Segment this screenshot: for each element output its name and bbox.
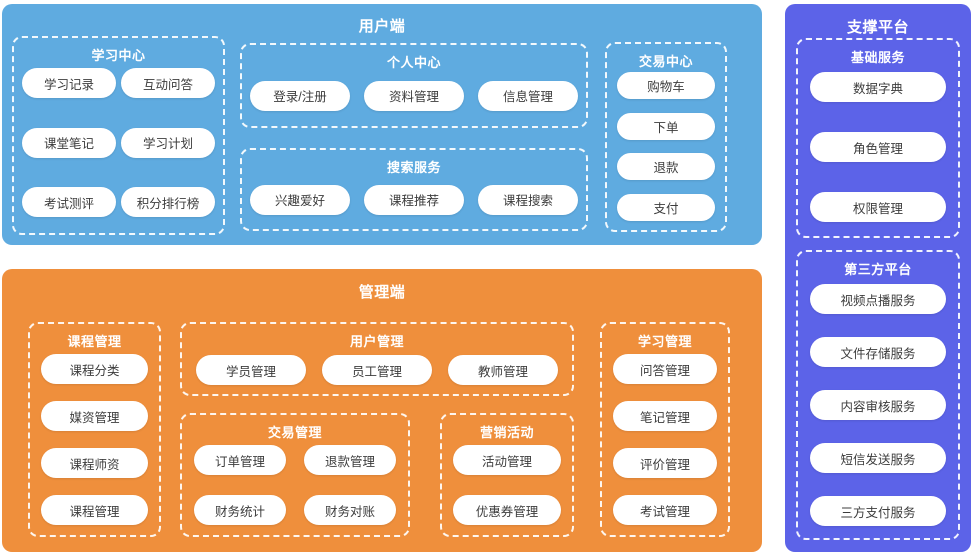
item-course-mgmt[interactable]: 课程管理 (41, 495, 148, 525)
item-shopping-cart[interactable]: 购物车 (617, 72, 715, 99)
item-file-storage-service[interactable]: 文件存储服务 (810, 337, 946, 367)
group-user-mgmt: 用户管理 学员管理 员工管理 教师管理 (180, 322, 574, 396)
item-note-mgmt[interactable]: 笔记管理 (613, 401, 717, 431)
item-teacher-mgmt[interactable]: 教师管理 (448, 355, 558, 385)
item-study-plan[interactable]: 学习计划 (121, 127, 215, 158)
group-third-party-title: 第三方平台 (844, 262, 912, 277)
item-course-category[interactable]: 课程分类 (41, 354, 148, 384)
item-role-mgmt[interactable]: 角色管理 (810, 132, 946, 162)
group-basic-service-items: 数据字典 角色管理 权限管理 (810, 72, 946, 222)
item-order-mgmt[interactable]: 订单管理 (194, 445, 286, 475)
group-course-mgmt: 课程管理 课程分类 媒资管理 课程师资 课程管理 (28, 322, 161, 537)
item-staff-mgmt[interactable]: 员工管理 (322, 355, 432, 385)
item-payment[interactable]: 支付 (617, 193, 715, 221)
group-course-mgmt-title: 课程管理 (67, 334, 122, 349)
group-study-center-title: 学习中心 (91, 48, 146, 63)
item-video-vod-service[interactable]: 视频点播服务 (810, 284, 946, 314)
item-coupon-mgmt[interactable]: 优惠券管理 (453, 495, 561, 525)
group-trade-center-items: 购物车 下单 退款 支付 (617, 72, 715, 221)
group-trade-mgmt-title: 交易管理 (267, 425, 322, 440)
item-study-record[interactable]: 学习记录 (22, 68, 116, 98)
group-search-service: 搜索服务 兴趣爱好 课程推荐 课程搜索 (240, 148, 588, 231)
group-basic-service-title: 基础服务 (850, 50, 905, 65)
item-finance-stats[interactable]: 财务统计 (194, 495, 286, 525)
group-marketing-items: 活动管理 优惠券管理 (453, 445, 561, 525)
panel-admin-client-title: 管理端 (358, 284, 406, 301)
group-trade-center: 交易中心 购物车 下单 退款 支付 (605, 42, 727, 232)
item-permission-mgmt[interactable]: 权限管理 (810, 192, 946, 222)
group-learning-mgmt-items: 问答管理 笔记管理 评价管理 考试管理 (613, 354, 717, 525)
group-trade-center-title: 交易中心 (638, 54, 693, 69)
item-student-mgmt[interactable]: 学员管理 (196, 355, 306, 385)
group-learning-mgmt-title: 学习管理 (637, 334, 692, 349)
item-course-faculty[interactable]: 课程师资 (41, 448, 148, 478)
item-interactive-qa[interactable]: 互动问答 (121, 68, 215, 98)
group-search-service-items: 兴趣爱好 课程推荐 课程搜索 (250, 180, 578, 219)
group-user-mgmt-items: 学员管理 员工管理 教师管理 (196, 354, 558, 386)
panel-support-platform-title: 支撑平台 (846, 19, 909, 36)
group-search-service-title: 搜索服务 (386, 160, 441, 175)
item-qa-mgmt[interactable]: 问答管理 (613, 354, 717, 384)
item-data-dictionary[interactable]: 数据字典 (810, 72, 946, 102)
group-marketing: 营销活动 活动管理 优惠券管理 (440, 413, 574, 537)
group-marketing-title: 营销活动 (479, 425, 534, 440)
group-course-mgmt-items: 课程分类 媒资管理 课程师资 课程管理 (41, 354, 148, 525)
item-profile-mgmt[interactable]: 资料管理 (364, 80, 464, 111)
item-interests[interactable]: 兴趣爱好 (250, 184, 350, 215)
group-personal-center: 个人中心 登录/注册 资料管理 信息管理 (240, 43, 588, 128)
group-learning-mgmt: 学习管理 问答管理 笔记管理 评价管理 考试管理 (600, 322, 730, 537)
group-study-center-items: 学习记录 互动问答 课堂笔记 学习计划 考试测评 积分排行榜 (22, 68, 215, 225)
item-campaign-mgmt[interactable]: 活动管理 (453, 445, 561, 475)
group-basic-service: 基础服务 数据字典 角色管理 权限管理 (796, 38, 960, 238)
group-trade-mgmt: 交易管理 订单管理 退款管理 财务统计 财务对账 (180, 413, 410, 537)
item-content-audit-service[interactable]: 内容审核服务 (810, 390, 946, 420)
item-class-notes[interactable]: 课堂笔记 (22, 127, 116, 158)
group-study-center: 学习中心 学习记录 互动问答 课堂笔记 学习计划 考试测评 积分排行榜 (12, 36, 225, 235)
item-finance-recon[interactable]: 财务对账 (304, 495, 396, 525)
item-login-register[interactable]: 登录/注册 (250, 80, 350, 111)
item-place-order[interactable]: 下单 (617, 112, 715, 140)
group-personal-center-items: 登录/注册 资料管理 信息管理 (250, 75, 578, 116)
item-course-recommend[interactable]: 课程推荐 (364, 184, 464, 215)
group-third-party: 第三方平台 视频点播服务 文件存储服务 内容审核服务 短信发送服务 三方支付服务 (796, 250, 960, 540)
group-trade-mgmt-items: 订单管理 退款管理 财务统计 财务对账 (194, 445, 396, 525)
group-personal-center-title: 个人中心 (386, 55, 441, 70)
panel-user-client-title: 用户端 (358, 18, 406, 35)
item-refund[interactable]: 退款 (617, 153, 715, 181)
item-course-search[interactable]: 课程搜索 (478, 184, 578, 215)
item-points-ranking[interactable]: 积分排行榜 (121, 187, 215, 217)
item-sms-send-service[interactable]: 短信发送服务 (810, 443, 946, 473)
item-exam-assessment[interactable]: 考试测评 (22, 187, 116, 217)
item-refund-mgmt[interactable]: 退款管理 (304, 445, 396, 475)
item-third-party-payment[interactable]: 三方支付服务 (810, 496, 946, 526)
item-review-mgmt[interactable]: 评价管理 (613, 448, 717, 478)
item-info-mgmt[interactable]: 信息管理 (478, 80, 578, 111)
group-third-party-items: 视频点播服务 文件存储服务 内容审核服务 短信发送服务 三方支付服务 (810, 284, 946, 526)
item-exam-mgmt[interactable]: 考试管理 (613, 495, 717, 525)
group-user-mgmt-title: 用户管理 (349, 334, 404, 349)
item-media-mgmt[interactable]: 媒资管理 (41, 401, 148, 431)
